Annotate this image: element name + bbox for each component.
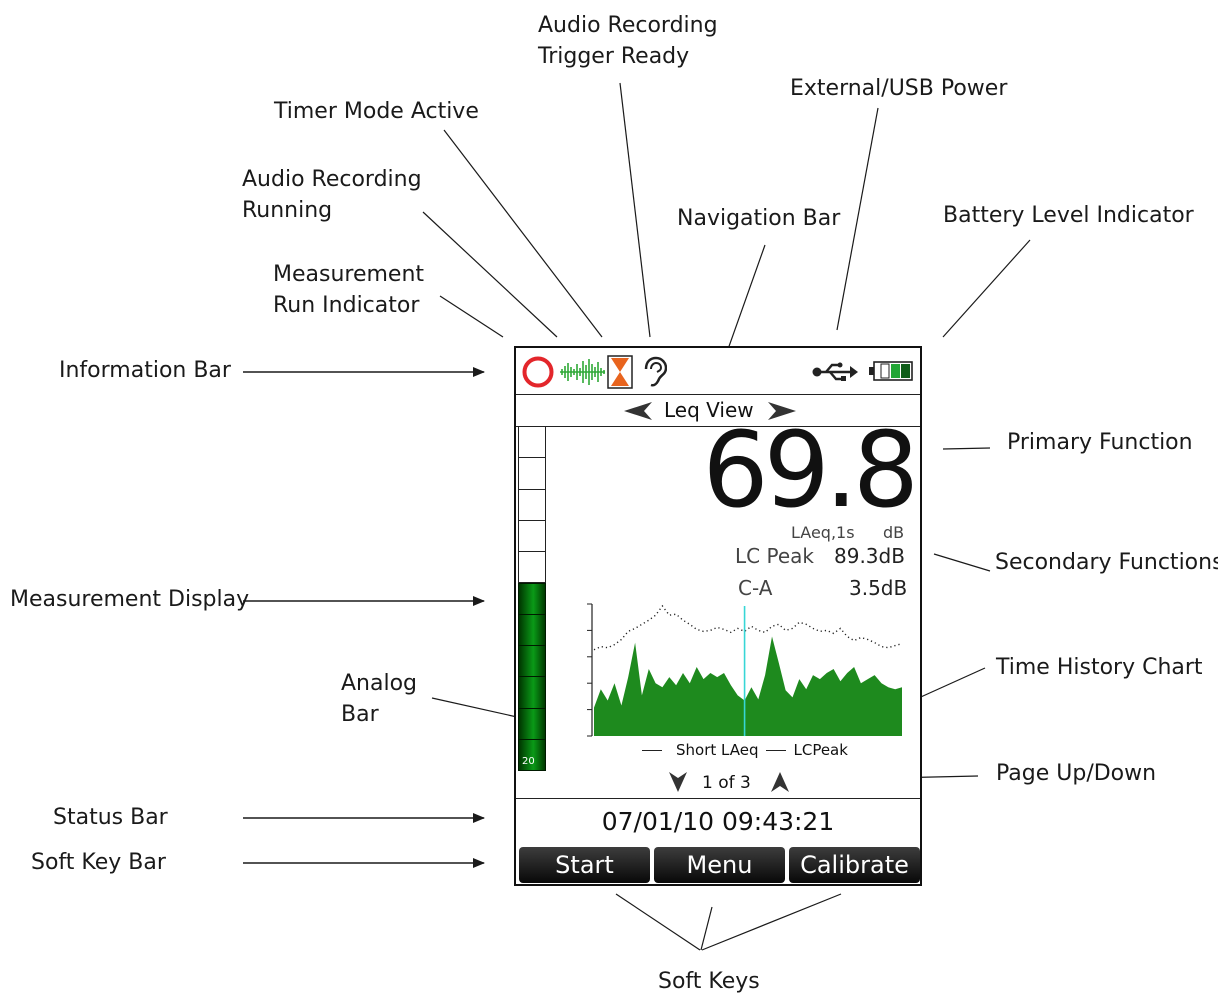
hourglass-icon [607,355,633,389]
callout-measurement-run-indicator: Measurement Run Indicator [273,262,425,318]
secondary-function-label: C-A [738,576,773,600]
callout-soft-keys: Soft Keys [658,969,760,994]
leader-soft-key-right [701,893,842,951]
callout-status-bar: Status Bar [53,805,168,830]
callout-analog-bar: Analog Bar [341,671,418,727]
status-bar: 07/01/10 09:43:21 [516,798,920,845]
analog-bar-segment [518,707,546,740]
secondary-function-value: 89.3dB [834,544,905,568]
analog-bar-segment [518,488,546,521]
legend-swatch-short-laeq [642,750,662,751]
analog-bar-segment [518,519,546,553]
leader-primary-function [942,447,991,450]
page-indicator: 1 of 3 [702,773,751,793]
analog-bar-segment [518,645,546,678]
analog-bar-segment [518,457,546,490]
callout-audio-recording-running: Audio Recording Running [242,167,422,223]
analog-bar-segment [518,426,546,459]
legend-entry-short-laeq: Short LAeq [676,741,759,759]
callout-secondary-functions: Secondary Functions [995,550,1218,575]
view-name: Leq View [664,398,754,422]
callout-page-up-down: Page Up/Down [996,761,1157,786]
leader-measurement-run [439,295,504,338]
callout-audio-trigger-ready: Audio Recording Trigger Ready [538,13,718,69]
leader-external-power [836,107,879,331]
analog-bar-segment [518,613,546,647]
leader-audio-running [422,211,558,338]
analog-bar-scale-label: 20 [522,756,535,767]
page-down-arrow-icon[interactable] [668,771,688,793]
legend-entry-lcpeak: LCPeak [793,741,848,759]
analog-bar-segment [518,739,546,772]
measurement-run-indicator-icon [522,356,554,388]
usb-icon [812,362,858,381]
leader-soft-key-left [615,893,701,951]
leader-battery [942,239,1031,338]
legend-swatch-lcpeak [766,750,787,751]
lcpeak-line [593,604,903,651]
previous-view-arrow-icon[interactable] [624,401,652,421]
ear-icon [644,356,667,387]
callout-time-history-chart: Time History Chart [996,655,1203,680]
page-up-arrow-icon[interactable] [770,771,790,793]
primary-function-label: LAeq,1s [791,523,855,542]
analog-bar-segment [518,582,546,615]
information-bar [516,348,920,395]
navigation-bar: Leq View [516,395,920,427]
secondary-function-value: 3.5dB [849,576,908,600]
leader-audio-trigger [619,82,651,338]
callout-timer-mode-active: Timer Mode Active [274,99,479,124]
analog-bar-segment [518,551,546,584]
audio-waveform-icon [560,359,605,385]
next-view-arrow-icon[interactable] [768,401,796,421]
secondary-function-label: LC Peak [735,544,814,568]
meter-screen: Leq View 20 69.8 LAeq,1s dB LC Peak 89.3… [514,346,922,886]
callout-battery-level-indicator: Battery Level Indicator [943,203,1194,228]
menu-soft-key[interactable]: Menu [654,847,785,883]
primary-function-value: 69.8 [702,409,919,531]
battery-icon [869,361,913,381]
callout-external-usb-power: External/USB Power [790,76,1008,101]
callout-primary-function: Primary Function [1007,430,1193,455]
calibrate-soft-key[interactable]: Calibrate [789,847,920,883]
time-history-chart [587,603,903,737]
callout-information-bar: Information Bar [59,358,231,383]
start-soft-key[interactable]: Start [519,847,650,883]
analog-bar-segment [518,676,546,709]
callout-measurement-display: Measurement Display [10,587,250,612]
leader-soft-key-middle [700,906,713,951]
leader-secondary-functions [933,553,991,572]
chart-legend: Short LAeq LCPeak [642,741,848,759]
status-date-time: 07/01/10 09:43:21 [601,807,835,836]
primary-function-unit: dB [883,523,905,542]
callout-soft-key-bar: Soft Key Bar [31,850,166,875]
analog-bar: 20 [516,426,548,772]
leader-timer-mode [443,129,603,338]
callout-navigation-bar: Navigation Bar [677,206,841,231]
short-laeq-area [594,636,902,736]
